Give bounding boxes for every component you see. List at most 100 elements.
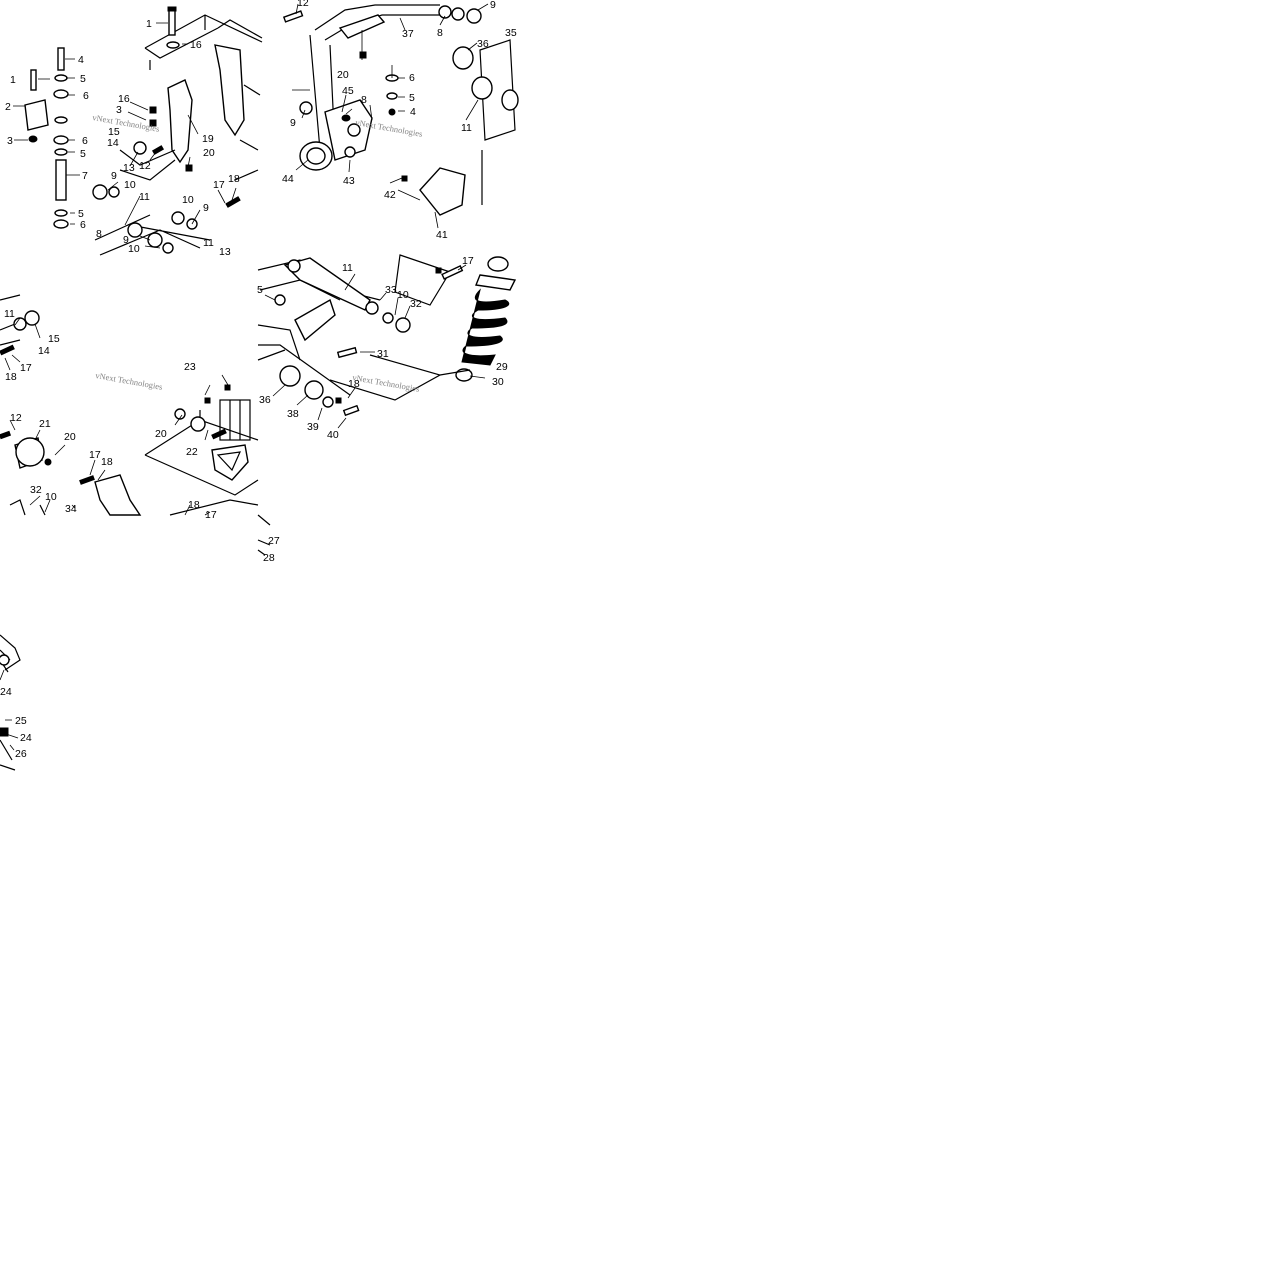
a-arm-part [294,298,336,342]
callout-38: 38 [287,408,299,420]
callout-9: 9 [111,170,117,182]
bolt-part [336,346,358,359]
callout-24: 24 [20,732,32,744]
callout-23: 23 [184,361,196,373]
clamp-part [24,99,49,131]
callout-13: 13 [123,162,135,174]
callout-26: 26 [15,748,27,760]
callout-11: 11 [203,237,214,249]
callout-6: 6 [82,135,88,147]
bushing-part [299,101,313,115]
washer-part [166,41,180,49]
callout-24: 24 [0,686,12,698]
callout-10: 10 [45,491,57,503]
bushing-part [133,141,147,155]
tile-steering-hub [282,3,519,229]
callout-33: 33 [385,284,397,296]
nut-part [451,7,465,21]
callout-18: 18 [228,173,240,185]
callout-18: 18 [5,371,17,383]
callout-18: 18 [188,499,200,511]
callout-16: 16 [118,93,130,105]
callout-15: 15 [108,126,120,138]
callout-32: 32 [410,298,422,310]
callout-27: 27 [268,535,280,547]
callout-10: 10 [397,289,409,301]
callout-12: 12 [297,0,309,9]
bracket-part [214,44,245,137]
washer-part [54,74,68,82]
spacer-part [55,159,67,201]
callout-9: 9 [203,202,209,214]
washer-part [386,92,398,100]
callout-17: 17 [20,362,32,374]
callout-4: 4 [410,106,416,118]
callout-13: 13 [219,246,231,258]
callout-12: 12 [139,160,151,172]
watermark: vNext Technologies [95,370,164,392]
callout-11: 11 [139,191,150,203]
callout-31: 31 [377,348,389,360]
callout-30: 30 [492,376,504,388]
bushing-part [190,416,206,432]
bushing-part [174,408,186,420]
callout-2: 2 [5,101,11,113]
callout-18: 18 [101,456,113,468]
callout-11: 11 [461,122,472,134]
bolt-part [441,265,464,280]
nut-part [53,89,69,99]
callout-10: 10 [128,243,140,255]
callout-9: 9 [490,0,496,11]
nut-part [53,135,69,145]
link-part [94,474,142,516]
bushing-part [304,380,324,400]
callout-17: 17 [213,179,225,191]
bushing-part [274,294,286,306]
callout-6: 6 [80,219,86,231]
bushing-part [92,184,108,200]
bushing-part [147,232,163,248]
bushing-part [287,259,301,273]
callout-17: 17 [462,255,474,267]
callout-14: 14 [107,137,119,149]
tile-rear-shock [257,254,517,556]
bushing-part [279,365,301,387]
bushing-part [108,186,120,198]
callout-8: 8 [96,228,102,240]
callout-8: 8 [361,94,367,106]
bushing-part [471,76,493,100]
callout-28: 28 [263,552,275,564]
callout-25: 25 [15,715,27,727]
callout-20: 20 [337,69,349,81]
washer-part [322,396,334,408]
callout-14: 14 [38,345,50,357]
tile-front-mounts [13,6,263,256]
bushing-part [0,654,10,666]
hub-part [306,147,326,165]
bushing-part [171,211,185,225]
bushing-part [344,146,356,158]
callout-8: 8 [437,27,443,39]
washer-part [382,312,394,324]
bushing-part [127,222,143,238]
callout-16: 16 [190,39,202,51]
callout-45: 45 [342,85,354,97]
bracket-part [167,79,193,164]
callout-5: 5 [409,92,415,104]
washer-part [54,116,68,124]
callout-5: 5 [80,73,86,85]
callout-9: 9 [290,117,296,129]
callout-42: 42 [384,189,396,201]
watermark: vNext Technologies [352,372,421,394]
bolt-part [57,47,65,71]
callout-5: 5 [80,148,86,160]
tie-rod-part [338,14,386,39]
tile-rear-suspension [0,294,259,516]
washer-part [54,148,68,156]
callout-18: 18 [348,378,360,390]
bushing-part [24,310,40,326]
callout-35: 35 [505,27,517,39]
watermark: vNext Technologies [92,112,161,134]
washer-part [438,5,452,19]
